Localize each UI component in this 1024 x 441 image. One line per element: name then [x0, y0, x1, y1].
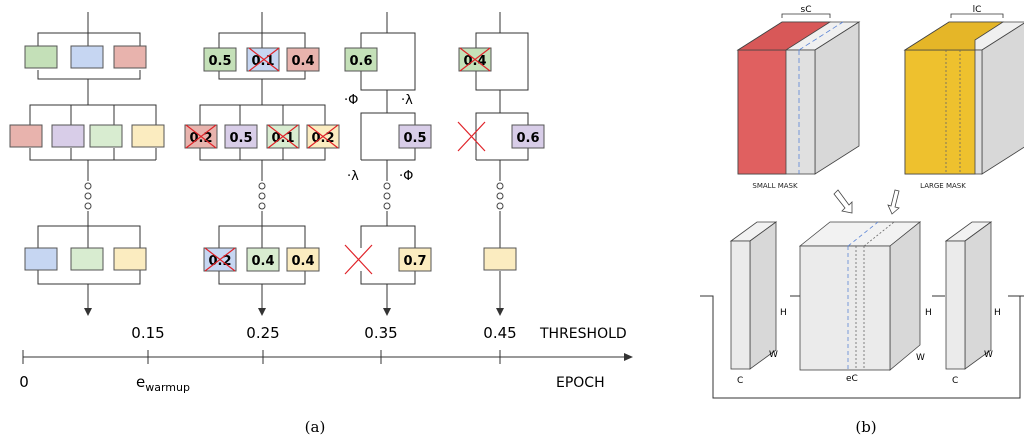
c2-r2-v3: 0.1: [271, 131, 294, 146]
c2-r3-v2: 0.4: [251, 254, 274, 269]
column-2-values: 0.5 0.1 0.4 0.2 0.5 0.1 0.2 0.2 0.4 0.4: [189, 54, 334, 269]
epoch-label: EPOCH: [556, 375, 605, 391]
right-c: C: [952, 376, 958, 386]
large-mask-block: [903, 21, 1024, 175]
small-mask-label: SMALL MASK: [752, 182, 798, 190]
epoch-warmup: ewarmup: [136, 373, 190, 394]
panel-a: 0.5 0.1 0.4 0.2 0.5 0.1 0.2 0.2 0.4 0.4: [9, 12, 633, 436]
c2-r1-v1: 0.5: [208, 54, 231, 69]
c3-r3-v1: 0.7: [403, 254, 426, 269]
column-2-crosses: [185, 47, 339, 272]
c1-box: [113, 247, 147, 271]
column-4-boxes: [458, 47, 545, 271]
lambda-top: ·λ: [401, 93, 413, 108]
lambda-bottom: ·λ: [347, 169, 359, 184]
epoch-axis: [22, 350, 628, 364]
sc-label: sC: [801, 5, 812, 15]
lc-label: lC: [973, 5, 982, 15]
left-slab: [729, 221, 778, 370]
c3-r1-v1: 0.6: [349, 54, 372, 69]
c2-r3-v3: 0.4: [291, 254, 314, 269]
right-h: H: [994, 308, 1001, 318]
column-1-tree: [29, 12, 157, 310]
c2-r1-v3: 0.4: [291, 54, 314, 69]
left-w: W: [769, 350, 778, 360]
threshold-2: 0.35: [364, 324, 397, 342]
threshold-label: THRESHOLD: [539, 326, 627, 342]
bottom-container: [700, 295, 1024, 399]
threshold-3: 0.45: [483, 324, 516, 342]
column-4-crosses: [457, 47, 491, 152]
c3-r2-v1: 0.5: [403, 131, 426, 146]
column-4-tree: [475, 12, 529, 310]
c1-box: [131, 124, 165, 148]
c1-box: [9, 124, 43, 148]
c1-box: [70, 45, 104, 69]
caption-a: (a): [305, 418, 326, 436]
c2-r3-v1: 0.2: [208, 254, 231, 269]
c1-box: [24, 247, 58, 271]
middle-ec: eC: [846, 374, 858, 384]
c1-box: [70, 247, 104, 271]
column-3-boxes: [344, 47, 432, 272]
c2-r2-v4: 0.2: [311, 131, 334, 146]
threshold-0: 0.15: [131, 324, 164, 342]
epoch-start: 0: [19, 373, 29, 391]
phi-bottom: ·Φ: [399, 169, 413, 184]
c2-r2-v1: 0.2: [189, 131, 212, 146]
middle-h: H: [925, 308, 932, 318]
middle-w: W: [916, 353, 925, 363]
column-3-crosses: [344, 244, 373, 275]
c1-box: [113, 45, 147, 69]
c4-r1-v1: 0.4: [463, 54, 486, 69]
c1-box: [89, 124, 123, 148]
left-c: C: [737, 376, 743, 386]
c1-box: [51, 124, 85, 148]
panel-b: sC SMALL MASK lC LARGE MASK: [700, 5, 1024, 436]
column-1-dots: [84, 182, 92, 210]
threshold-1: 0.25: [246, 324, 279, 342]
right-w: W: [984, 350, 993, 360]
column-2-tree: [199, 12, 326, 310]
c1-box: [24, 45, 58, 69]
right-slab: [944, 221, 993, 370]
c4-r2-v1: 0.6: [516, 131, 539, 146]
large-mask-label: LARGE MASK: [920, 182, 966, 190]
phi-top: ·Φ: [344, 93, 358, 108]
merge-arrows: [833, 189, 900, 215]
column-1-boxes: [9, 45, 165, 271]
caption-b: (b): [855, 418, 876, 436]
column-3-tree: [360, 12, 416, 310]
left-h: H: [780, 308, 787, 318]
c2-r2-v2: 0.5: [229, 131, 252, 146]
middle-block: [798, 221, 922, 371]
small-mask-block: [736, 21, 861, 175]
